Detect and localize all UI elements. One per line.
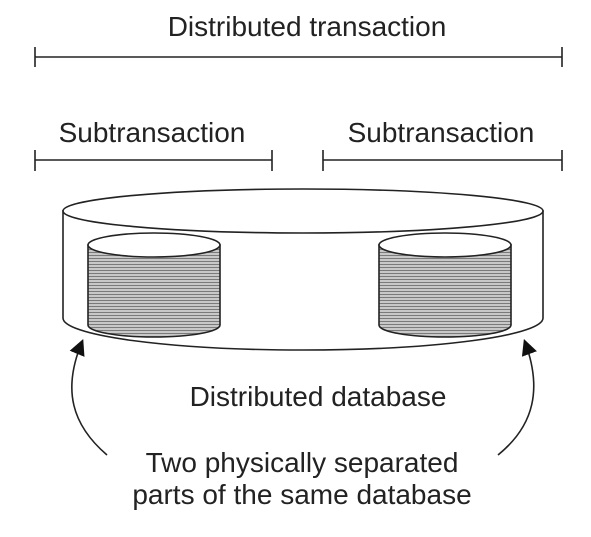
arrow-right-to-part-icon [497, 338, 537, 456]
parts-caption-line1: Two physically separated [146, 447, 459, 478]
title-label: Distributed transaction [168, 11, 447, 42]
subtransaction-right-label: Subtransaction [348, 117, 535, 148]
subtransaction-left-label: Subtransaction [59, 117, 246, 148]
distributed-transaction-bracket [34, 47, 563, 67]
distributed-database-label: Distributed database [190, 381, 447, 412]
subtransaction-right-bracket [322, 150, 563, 171]
database-part-left-icon [87, 232, 221, 338]
parts-caption-line2: parts of the same database [132, 479, 471, 510]
subtransaction-left-bracket [34, 150, 273, 171]
arrow-left-to-part-icon [69, 339, 108, 456]
database-part-right-icon [378, 232, 512, 338]
